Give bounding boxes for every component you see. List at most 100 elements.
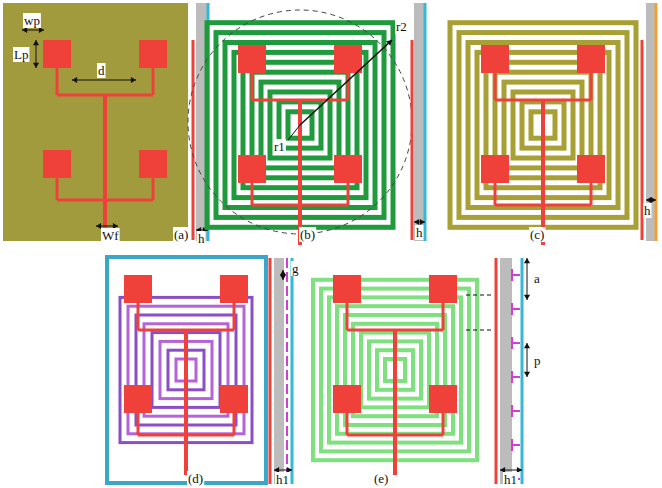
metasurface-stub xyxy=(511,371,513,383)
arrow-head xyxy=(524,343,530,348)
dimension-label: p xyxy=(534,354,541,367)
label-patch xyxy=(503,472,518,487)
feed-line xyxy=(346,413,349,435)
patch-side xyxy=(269,258,272,484)
patch xyxy=(238,155,266,183)
patch xyxy=(139,150,167,178)
metasurface-ring xyxy=(107,257,266,483)
feed-line xyxy=(152,178,155,200)
arrow-head xyxy=(524,258,530,263)
dimension-line xyxy=(72,80,136,81)
substrate xyxy=(105,255,268,485)
metasurface-stub xyxy=(511,439,513,451)
feed-line xyxy=(233,303,236,330)
arrow-head xyxy=(524,372,530,377)
dimension-label: d xyxy=(98,64,105,77)
label-patch xyxy=(273,139,286,154)
dimension-label: a xyxy=(534,272,540,285)
panel-label: (e) xyxy=(374,472,388,485)
feed-line xyxy=(541,100,545,245)
feed-line xyxy=(137,303,140,330)
label-patch xyxy=(533,271,541,286)
dimension-label: wp xyxy=(24,14,40,27)
dimension-label: h1 xyxy=(276,473,289,486)
arrow-head xyxy=(131,77,136,83)
ground-plane xyxy=(655,3,658,241)
feed-line xyxy=(442,303,445,330)
substrate-side xyxy=(414,3,424,241)
patch xyxy=(481,45,509,73)
leader-line xyxy=(466,330,494,331)
patch xyxy=(429,385,457,413)
metasurface-stub xyxy=(512,410,520,412)
arrow-head xyxy=(33,40,39,45)
patch xyxy=(220,275,248,303)
label-patch xyxy=(97,63,106,78)
patch xyxy=(43,40,71,68)
patch xyxy=(139,40,167,68)
feed-line xyxy=(494,73,497,100)
patch xyxy=(333,275,361,303)
substrate-side xyxy=(500,258,512,484)
feed-line xyxy=(251,73,254,100)
metasurface-stub xyxy=(512,342,520,344)
feed-line xyxy=(184,330,188,475)
label-patch xyxy=(291,261,300,276)
arrow-head xyxy=(651,197,656,203)
patch xyxy=(481,155,509,183)
patch xyxy=(334,45,362,73)
dimension-label: h1 xyxy=(504,473,517,486)
label-patch xyxy=(299,227,316,242)
feed-line xyxy=(494,183,497,205)
arrow-head xyxy=(646,197,651,203)
patch xyxy=(577,155,605,183)
metasurface-stub xyxy=(511,303,513,315)
ground-plane xyxy=(521,258,524,484)
arrow-head xyxy=(280,275,286,280)
dimension-label: r2 xyxy=(396,20,407,33)
dimension-label: Wf xyxy=(102,229,119,242)
metasurface-stub xyxy=(512,308,520,310)
label-patch xyxy=(643,203,652,218)
dimension-label: Lp xyxy=(14,48,28,61)
label-patch xyxy=(197,231,206,246)
patch-side xyxy=(192,40,195,240)
patch xyxy=(43,150,71,178)
arrow-head xyxy=(420,219,425,225)
patch xyxy=(238,45,266,73)
dimension-line xyxy=(527,258,528,300)
substrate xyxy=(300,255,490,485)
substrate xyxy=(216,3,410,241)
patch xyxy=(429,275,457,303)
radius-arrow xyxy=(288,125,300,140)
feed-line xyxy=(590,183,593,205)
patch xyxy=(220,385,248,413)
feed-line xyxy=(56,68,59,95)
patch xyxy=(577,45,605,73)
dimension-label: r1 xyxy=(274,140,285,153)
feed-line xyxy=(56,178,59,200)
radius-arrow xyxy=(300,40,392,125)
label-patch xyxy=(373,471,389,486)
feed-line xyxy=(393,330,397,475)
label-patch xyxy=(173,227,189,242)
feed-line xyxy=(137,413,140,435)
label-patch xyxy=(415,225,424,240)
feed-line xyxy=(346,303,349,330)
label-patch xyxy=(533,353,542,368)
panel-label: (b) xyxy=(300,228,315,241)
arrow-head xyxy=(524,295,530,300)
patch-side xyxy=(411,40,414,240)
feed-line xyxy=(152,68,155,95)
panel-label: (d) xyxy=(188,472,203,485)
patch xyxy=(334,155,362,183)
arrow-head xyxy=(72,77,77,83)
substrate xyxy=(3,3,188,241)
substrate-side xyxy=(274,258,284,484)
metasurface-stub xyxy=(512,376,520,378)
label-patch xyxy=(275,472,290,487)
dimension-label: h xyxy=(416,226,423,239)
label-patch xyxy=(23,13,41,28)
patch xyxy=(124,385,152,413)
arrow-head xyxy=(96,223,101,229)
